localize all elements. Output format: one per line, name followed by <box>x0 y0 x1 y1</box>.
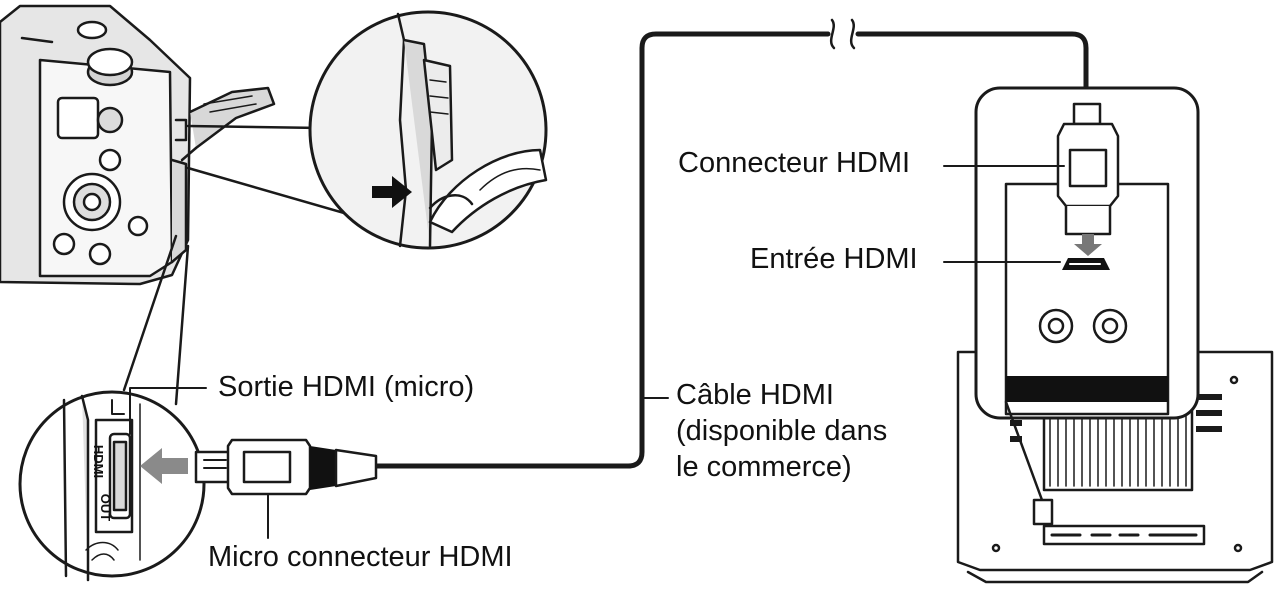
hdmi-out-port-label-line2: OUT <box>98 493 114 522</box>
label-hdmi-connector: Connecteur HDMI <box>678 147 911 179</box>
cable-break-icon <box>829 18 856 50</box>
camera-port-closeup <box>18 234 206 582</box>
label-hdmi-output-micro: Sortie HDMI (micro) <box>218 371 475 403</box>
label-hdmi-cable-availability-2: le commerce) <box>676 451 852 483</box>
arrow-down-icon <box>1074 234 1102 256</box>
micro-hdmi-plug <box>140 438 378 496</box>
label-hdmi-cable: Câble HDMI <box>676 379 834 411</box>
label-hdmi-cable-availability: (disponible dans <box>676 415 888 447</box>
hdmi-out-port-label: HDMI OUT <box>91 430 122 530</box>
label-micro-connector: Micro connecteur HDMI <box>208 541 513 573</box>
hdmi-out-port-label-line1: HDMI <box>91 444 107 479</box>
arrow-left-icon <box>140 448 188 484</box>
hdmi-cable <box>373 31 1089 469</box>
label-hdmi-input: Entrée HDMI <box>750 243 918 275</box>
leader-hdmi-output <box>129 387 207 435</box>
camera-icon <box>0 4 276 286</box>
television-icon <box>956 86 1274 584</box>
magnifier-circle <box>308 10 548 250</box>
